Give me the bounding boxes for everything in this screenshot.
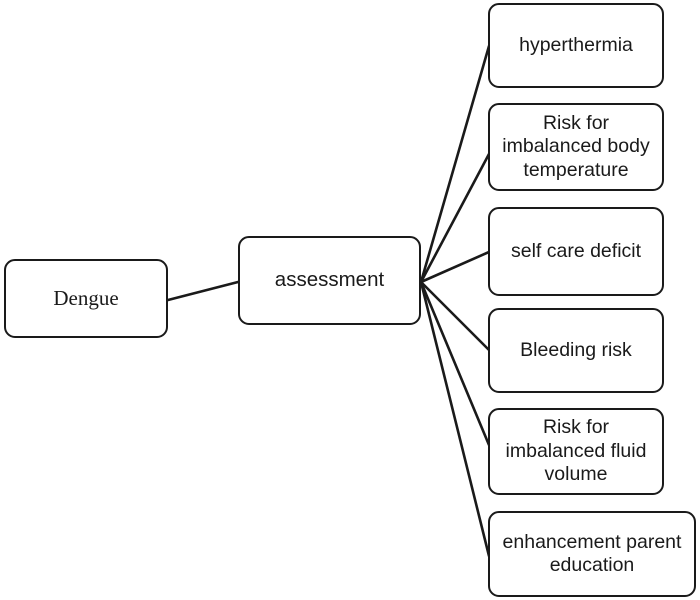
- edge-assessment-bleeding-risk: [419, 280, 491, 352]
- node-self-care-deficit-label: self care deficit: [510, 239, 642, 262]
- node-hyperthermia[interactable]: hyperthermia: [488, 3, 664, 88]
- node-bleeding-risk-label: Bleeding risk: [520, 338, 632, 361]
- node-bleeding-risk[interactable]: Bleeding risk: [488, 308, 664, 393]
- node-dengue[interactable]: Dengue: [4, 259, 168, 338]
- node-self-care-deficit[interactable]: self care deficit: [488, 207, 664, 296]
- edge-assessment-hyperthermia: [419, 44, 491, 284]
- edge-assessment-risk-imbalanced-body-temperature: [419, 152, 491, 284]
- edge-assessment-self-care-deficit: [419, 250, 491, 284]
- node-risk-for-imbalanced-fluid-volume-label: Risk for imbalanced fluid volume: [505, 416, 647, 486]
- node-assessment[interactable]: assessment: [238, 236, 421, 325]
- node-risk-for-imbalanced-body-temperature[interactable]: Risk for imbalanced body temperature: [488, 103, 664, 191]
- edge-dengue-assessment: [166, 280, 240, 302]
- node-dengue-label: Dengue: [53, 285, 119, 310]
- edge-assessment-enhancement-parent-education: [419, 280, 491, 558]
- node-hyperthermia-label: hyperthermia: [519, 33, 633, 56]
- node-assessment-label: assessment: [274, 268, 385, 292]
- node-risk-for-imbalanced-fluid-volume[interactable]: Risk for imbalanced fluid volume: [488, 408, 664, 495]
- edge-assessment-risk-imbalanced-fluid-volume: [419, 280, 491, 447]
- node-enhancement-parent-education[interactable]: enhancement parent education: [488, 511, 696, 597]
- node-enhancement-parent-education-label: enhancement parent education: [502, 530, 682, 576]
- node-risk-for-imbalanced-body-temperature-label: Risk for imbalanced body temperature: [502, 111, 650, 181]
